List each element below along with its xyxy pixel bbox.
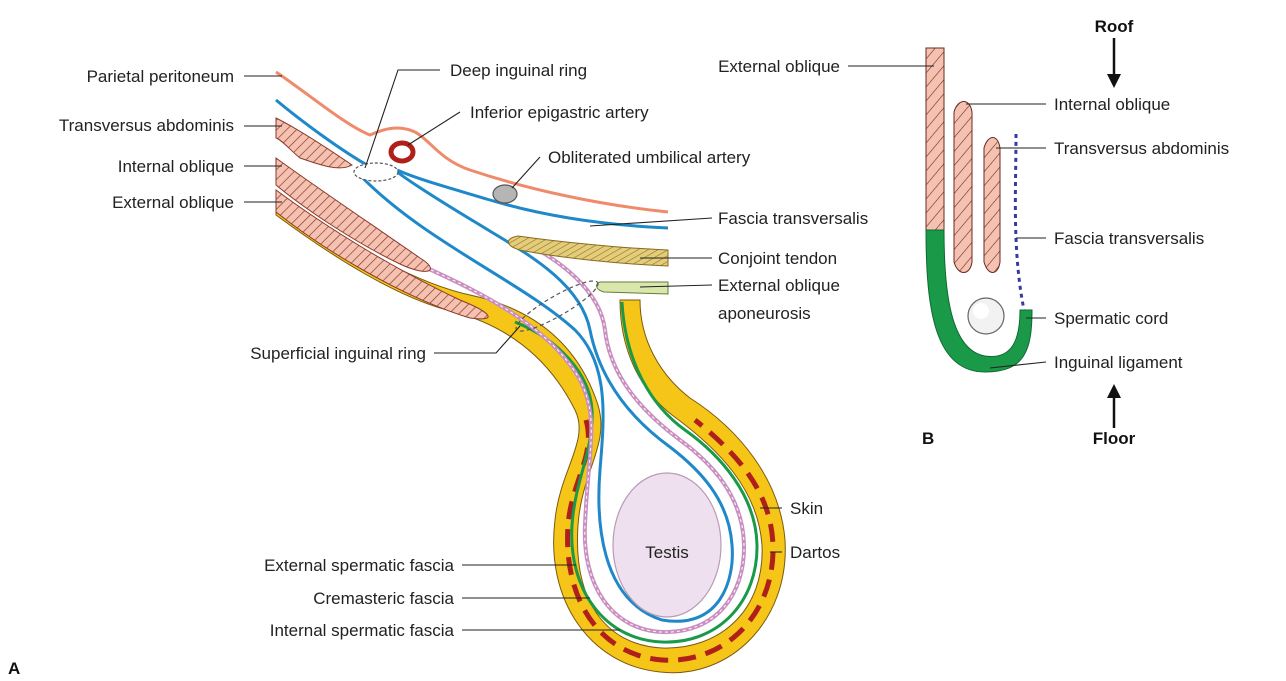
label-testis: Testis [645, 543, 688, 562]
label-external-oblique: External oblique [112, 193, 234, 212]
b-label-fascia-transversalis: Fascia transversalis [1054, 229, 1204, 248]
label-external-oblique-aponeurosis-1: External oblique [718, 276, 840, 295]
label-obliterated-umbilical-artery: Obliterated umbilical artery [548, 148, 751, 167]
roof-arrow-icon [1107, 74, 1121, 88]
label-deep-inguinal-ring: Deep inguinal ring [450, 61, 587, 80]
label-internal-spermatic-fascia: Internal spermatic fascia [270, 621, 455, 640]
b-label-internal-oblique: Internal oblique [1054, 95, 1170, 114]
label-fascia-transversalis-a: Fascia transversalis [718, 209, 868, 228]
label-superficial-inguinal-ring: Superficial inguinal ring [250, 344, 426, 363]
label-inferior-epigastric-artery: Inferior epigastric artery [470, 103, 649, 122]
deep-inguinal-ring-shape [354, 163, 398, 181]
b-label-external-oblique: External oblique [718, 57, 840, 76]
b-label-transversus-abdominis: Transversus abdominis [1054, 139, 1229, 158]
transversus-abdominis-muscle [276, 118, 352, 168]
parietal-peritoneum-layer [276, 72, 668, 212]
floor-arrow-icon [1107, 384, 1121, 398]
obliterated-umbilical-artery-shape [493, 185, 517, 203]
label-dartos: Dartos [790, 543, 840, 562]
b-transversus-abdominis-muscle [984, 138, 1000, 273]
label-cremasteric-fascia: Cremasteric fascia [313, 589, 454, 608]
label-parietal-peritoneum: Parietal peritoneum [87, 67, 234, 86]
label-external-spermatic-fascia: External spermatic fascia [264, 556, 454, 575]
label-internal-oblique: Internal oblique [118, 157, 234, 176]
b-internal-oblique-muscle [954, 102, 972, 273]
panel-b-labels: External oblique Internal oblique Transv… [718, 17, 1229, 448]
b-fascia-transversalis-line [1015, 134, 1024, 310]
label-skin: Skin [790, 499, 823, 518]
external-oblique-aponeurosis-shape [597, 282, 668, 294]
b-label-inguinal-ligament: Inguinal ligament [1054, 353, 1183, 372]
label-transversus-abdominis: Transversus abdominis [59, 116, 234, 135]
panel-b-letter: B [922, 429, 934, 448]
b-label-roof: Roof [1095, 17, 1134, 36]
inferior-epigastric-artery-shape [391, 143, 413, 161]
b-label-floor: Floor [1093, 429, 1136, 448]
b-label-spermatic-cord: Spermatic cord [1054, 309, 1168, 328]
b-external-oblique-muscle [926, 48, 944, 232]
label-external-oblique-aponeurosis-2: aponeurosis [718, 304, 811, 323]
conjoint-tendon-shape [508, 236, 668, 266]
label-conjoint-tendon: Conjoint tendon [718, 249, 837, 268]
panel-a-letter: A [8, 659, 20, 678]
